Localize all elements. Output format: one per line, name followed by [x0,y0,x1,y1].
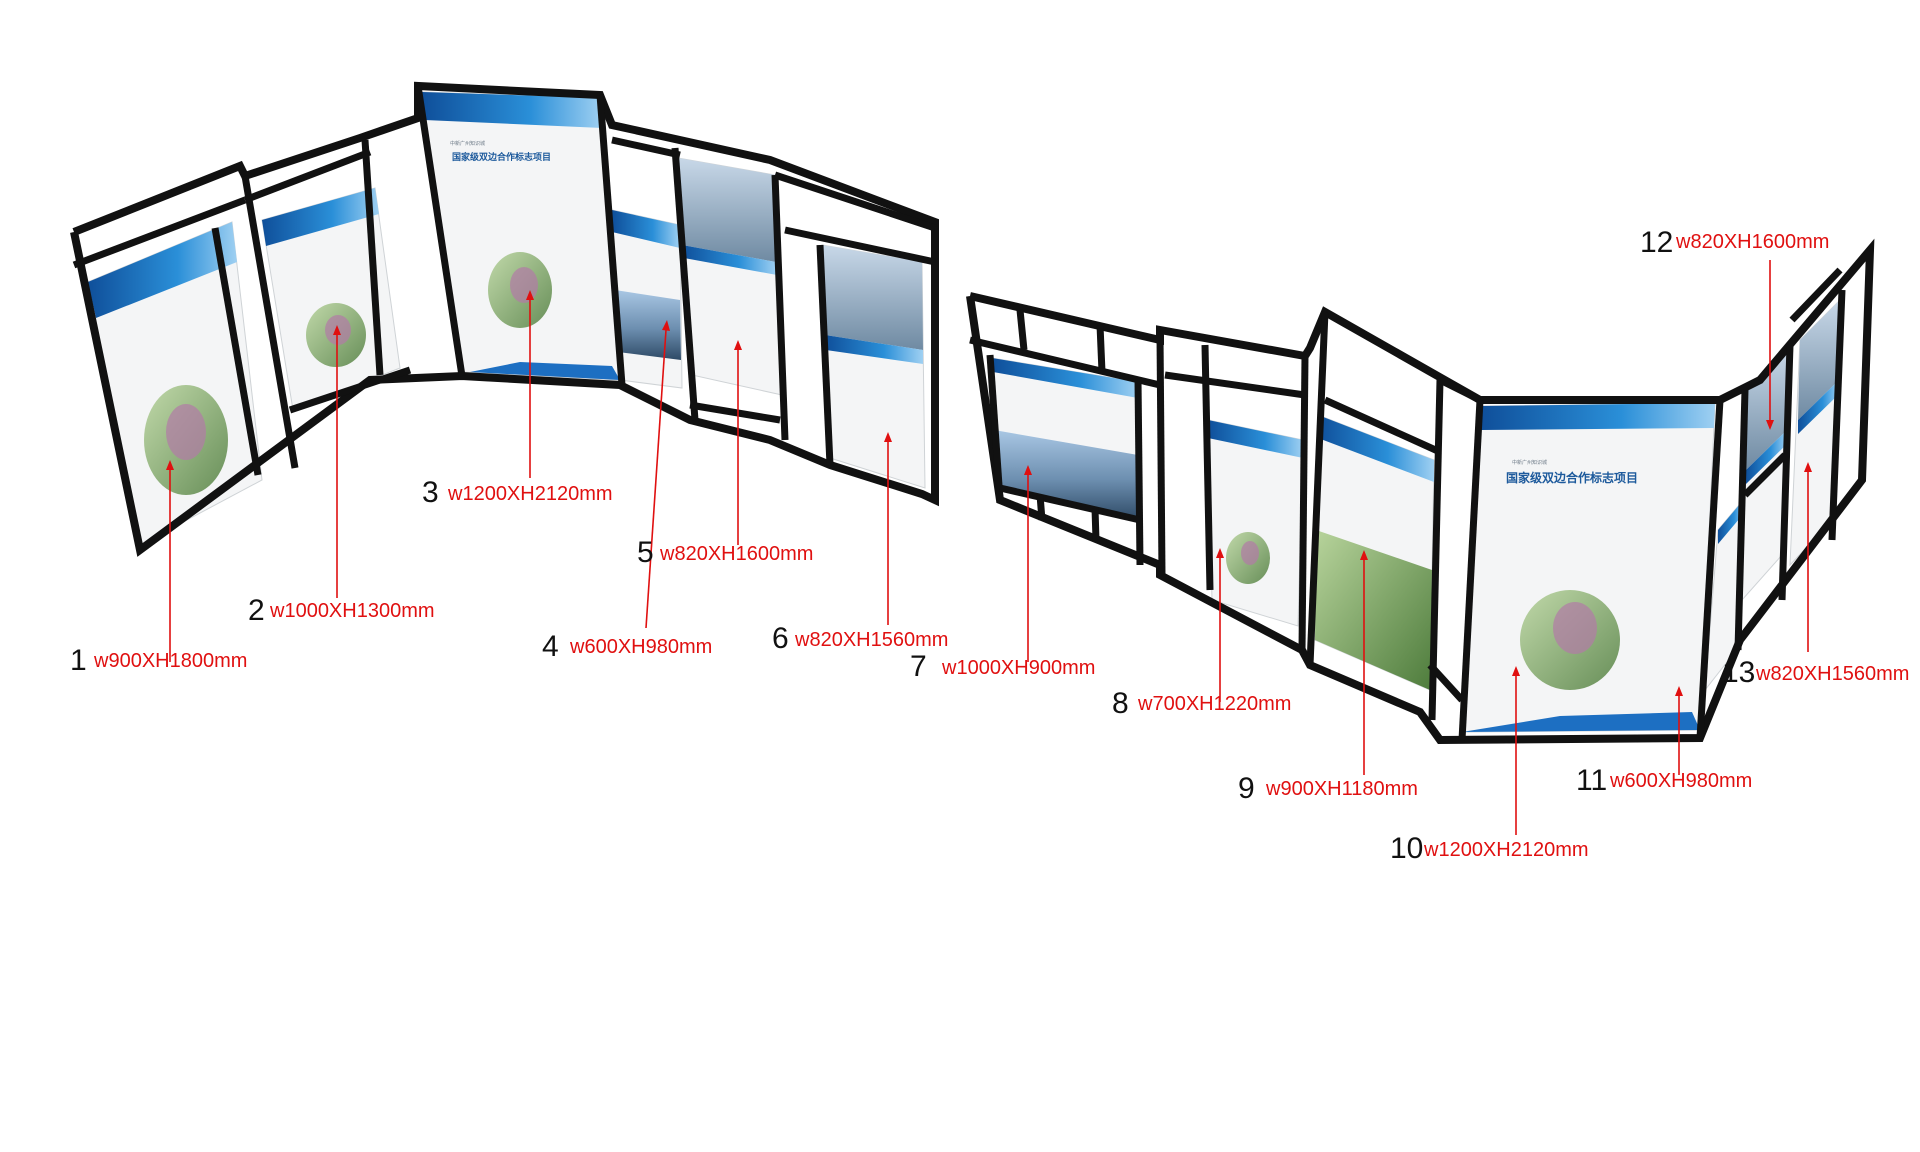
label-5-number: 5 [637,536,654,569]
poster-3-subtitle: 中新广州知识城 [450,140,485,147]
label-2-size: w1000XH1300mm [269,600,435,622]
label-12-number: 12 [1640,226,1673,259]
label-10: 10 w1200XH2120mm [1390,832,1589,865]
label-1-number: 1 [70,644,87,677]
label-6-number: 6 [772,622,789,655]
panel-9 [1314,414,1435,691]
label-9-number: 9 [1238,772,1255,805]
panel-3: 国家级双边合作标志项目 中新广州知识城 [421,91,621,381]
label-6-size: w820XH1560mm [794,629,948,651]
label-4-number: 4 [542,630,559,663]
label-1-size: w900XH1800mm [93,650,247,672]
label-11-size: w600XH980mm [1609,770,1752,792]
poster-10-subtitle: 中新广州知识城 [1512,459,1547,466]
label-9-size: w900XH1180mm [1265,778,1418,800]
right-wall-section: 中新广州知识城 国家级双边合作标志项目 [966,238,1875,745]
label-2: 2 w1000XH1300mm [248,594,435,627]
label-6: 6 w820XH1560mm [772,622,948,655]
left-frame-outline [70,81,939,557]
panel-2 [261,187,401,411]
label-8-size: w700XH1220mm [1137,693,1291,715]
dimension-labels: 1 w900XH1800mm 2 w1000XH1300mm 3 w1200XH… [70,226,1909,865]
label-9: 9 w900XH1180mm [1238,772,1418,805]
label-8: 8 w700XH1220mm [1112,687,1291,720]
label-12: 12 w820XH1600mm [1640,226,1829,259]
label-3-size: w1200XH2120mm [447,483,613,505]
label-12-size: w820XH1600mm [1675,231,1829,253]
panel-8 [1207,419,1304,627]
panel-10: 中新广州知识城 国家级双边合作标志项目 [1461,402,1716,733]
label-7: 7 w1000XH900mm [910,650,1095,683]
right-frame-outline [966,238,1875,745]
label-13-number: 13 [1722,656,1755,689]
label-5-size: w820XH1600mm [659,543,813,565]
label-10-size: w1200XH2120mm [1423,839,1589,861]
label-4-size: w600XH980mm [569,636,712,658]
label-13-size: w820XH1560mm [1755,663,1909,685]
label-8-number: 8 [1112,687,1129,720]
poster-10-title: 国家级双边合作标志项目 [1506,470,1638,485]
panel-7 [991,357,1139,521]
label-13: 13 w820XH1560mm [1722,656,1909,689]
poster-3-title: 国家级双边合作标志项目 [452,151,551,162]
label-7-size: w1000XH900mm [941,657,1095,679]
label-11: 11 w600XH980mm [1576,764,1752,797]
label-3: 3 w1200XH2120mm [422,476,613,509]
label-4: 4 w600XH980mm [542,630,712,663]
left-wall-section: 国家级双边合作标志项目 中新广州知识城 [70,81,939,557]
label-11-number: 11 [1576,764,1607,797]
label-3-number: 3 [422,476,439,509]
label-5: 5 w820XH1600mm [637,536,813,569]
label-2-number: 2 [248,594,265,627]
panel-6 [821,244,926,489]
dimension-leaders [166,260,1812,835]
label-7-number: 7 [910,650,927,683]
label-10-number: 10 [1390,832,1423,865]
panel-1 [87,221,263,546]
label-1: 1 w900XH1800mm [70,644,247,677]
panel-13 [1789,298,1841,567]
